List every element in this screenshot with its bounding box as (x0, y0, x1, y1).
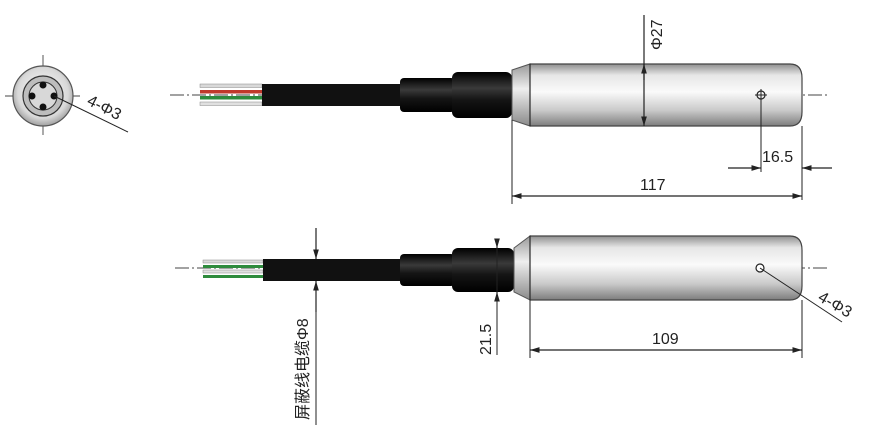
sensor-body (529, 63, 803, 127)
top-length-label: 117 (640, 177, 666, 194)
cable (263, 259, 403, 281)
end-view: 4-Φ3 (5, 55, 129, 135)
bottom-step-label: 21.5 (478, 324, 495, 355)
top-hole-offset-label: 16.5 (762, 149, 793, 166)
bottom-holes-label: 4-Φ3 (815, 289, 855, 322)
top-diameter-label: Φ27 (649, 19, 666, 50)
bottom-sensor: 4-Φ3 屏蔽线电缆Φ8 21.5 109 (175, 228, 855, 425)
bottom-length-label: 109 (652, 331, 679, 348)
top-sensor: Φ27 16.5 117 (170, 15, 832, 204)
sensor-body (529, 235, 803, 301)
hole-icon (28, 92, 36, 100)
cable (262, 84, 402, 106)
hole-icon (39, 81, 47, 89)
hole-icon (39, 103, 47, 111)
end-view-holes-label: 4-Φ3 (84, 92, 124, 123)
cable-label: 屏蔽线电缆Φ8 (294, 318, 312, 420)
